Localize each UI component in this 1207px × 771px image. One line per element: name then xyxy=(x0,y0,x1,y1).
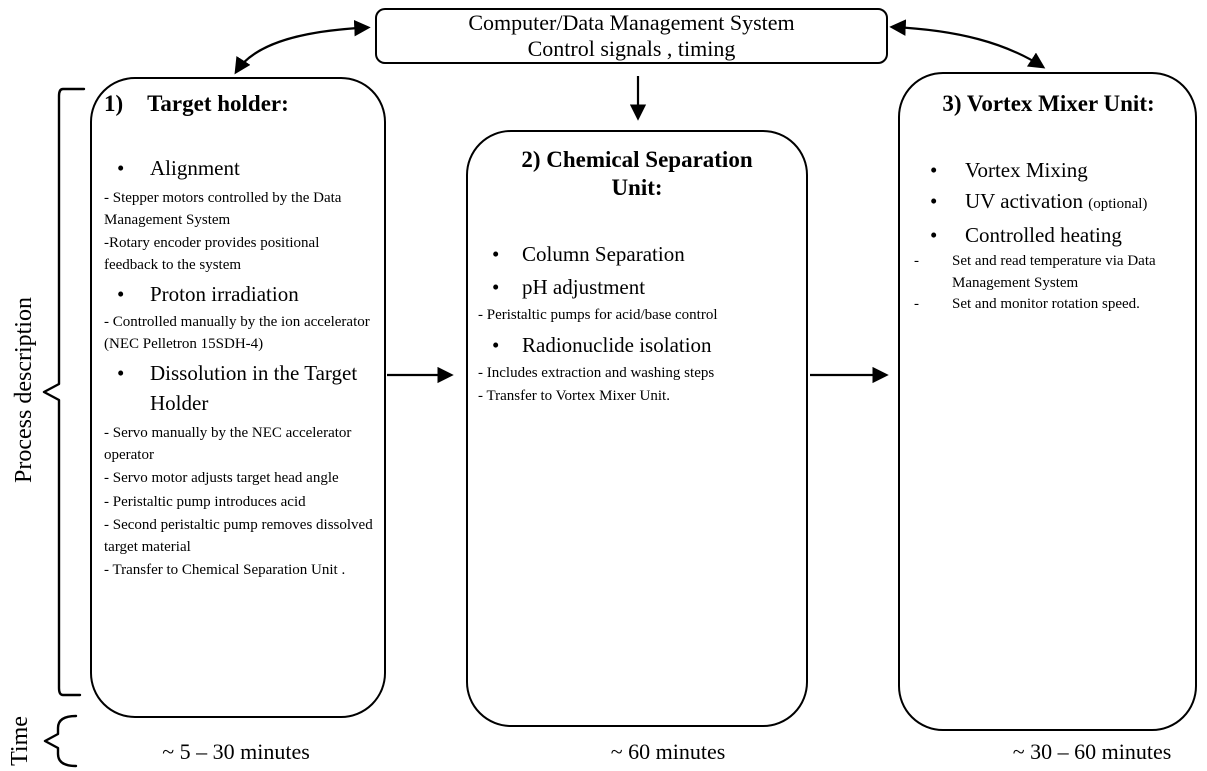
bullet-item: • Dissolution in the Target Holder xyxy=(104,358,374,418)
bullet-item: • UV activation (optional) xyxy=(912,186,1185,220)
bullet-text: pH adjustment xyxy=(522,275,646,299)
dash-marker: - xyxy=(914,253,919,269)
target-holder-title-text: Target holder: xyxy=(147,91,289,116)
bullet-marker: • xyxy=(117,282,125,306)
bullet-item: • Radionuclide isolation xyxy=(478,329,796,361)
sub-item: - Stepper motors controlled by the Data … xyxy=(104,190,342,228)
control-link-target-arrow xyxy=(234,19,371,75)
sub-item: - Servo manually by the NEC accelerator … xyxy=(104,425,352,463)
bullet-text: UV activation (optional) xyxy=(965,189,1148,213)
vortex-mixer-title: 3) Vortex Mixer Unit: xyxy=(942,91,1155,116)
sub-item: - Controlled manually by the ion acceler… xyxy=(104,314,370,352)
bullet-item: • Controlled heating xyxy=(912,220,1185,251)
vortex-mixer-box: 3) Vortex Mixer Unit: • Vortex Mixing • … xyxy=(898,72,1197,731)
dash-item: - Set and monitor rotation speed. xyxy=(912,294,1185,316)
bullet-text: Dissolution in the Target Holder xyxy=(150,361,358,415)
bullet-marker: • xyxy=(117,361,125,385)
process-description-label: Process description xyxy=(11,297,37,483)
bullet-item: • Proton irradiation xyxy=(104,279,374,309)
bullet-marker: • xyxy=(492,242,500,266)
bullet-marker: • xyxy=(492,332,500,357)
bullet-item: • pH adjustment xyxy=(478,271,796,303)
time-brace xyxy=(43,714,78,768)
time-caption-chemical-separation: ~ 60 minutes xyxy=(610,739,726,764)
dash-marker: - xyxy=(914,296,919,312)
time-caption-vortex-mixer: ~ 30 – 60 minutes xyxy=(1012,739,1172,764)
dash-text: Set and monitor rotation speed. xyxy=(952,296,1140,312)
sub-item: - Transfer to Chemical Separation Unit . xyxy=(104,562,346,578)
bullet-text: Radionuclide isolation xyxy=(522,332,712,357)
time-caption-target-holder: ~ 5 – 30 minutes xyxy=(162,739,310,764)
bullet-text: Controlled heating xyxy=(965,223,1122,247)
target-holder-number: 1) xyxy=(104,91,124,116)
chemical-separation-title-line2: Unit: xyxy=(611,175,663,200)
bullet-text: Column Separation xyxy=(522,242,685,266)
control-link-vortex-arrow xyxy=(889,19,1046,69)
sub-item: - Includes extraction and washing steps xyxy=(478,364,715,381)
bullet-marker: • xyxy=(492,275,500,299)
bullet-marker: • xyxy=(930,223,938,247)
bullet-text: Vortex Mixing xyxy=(965,158,1088,182)
sub-item: -Rotary encoder provides positional feed… xyxy=(104,235,320,273)
controller-line2: Control signals , timing xyxy=(527,36,736,61)
sub-item: - Peristaltic pumps for acid/base contro… xyxy=(478,307,718,323)
chemical-separation-title-line1: 2) Chemical Separation xyxy=(521,147,753,172)
controller-line1: Computer/Data Management System xyxy=(468,10,795,35)
optional-note: (optional) xyxy=(1088,196,1148,212)
sub-item: - Servo motor adjusts target head angle xyxy=(104,470,339,486)
bullet-item: • Column Separation xyxy=(478,238,796,270)
target-holder-box: 1) Target holder: • Alignment - Stepper … xyxy=(90,77,386,718)
controller-box: Computer/Data Management System Control … xyxy=(375,8,888,64)
chemical-separation-box: 2) Chemical Separation Unit: • Column Se… xyxy=(466,130,808,727)
bullet-marker: • xyxy=(930,189,938,213)
bullet-item: • Alignment xyxy=(104,153,374,183)
dash-item: - Set and read temperature via Data Mana… xyxy=(912,251,1185,294)
target-holder-title: 1) Target holder: xyxy=(104,89,374,119)
sub-item: - Transfer to Vortex Mixer Unit. xyxy=(478,388,670,404)
dash-text: Set and read temperature via Data Manage… xyxy=(952,253,1156,291)
bullet-item: • Vortex Mixing xyxy=(912,155,1185,186)
process-description-brace xyxy=(42,87,86,697)
bullet-text: Alignment xyxy=(150,156,240,180)
sub-item: - Second peristaltic pump removes dissol… xyxy=(104,517,373,555)
time-label: Time xyxy=(7,716,33,766)
bullet-text: Proton irradiation xyxy=(150,282,299,306)
bullet-marker: • xyxy=(930,158,938,182)
sub-item: - Peristaltic pump introduces acid xyxy=(104,493,306,510)
bullet-marker: • xyxy=(117,156,125,180)
chemical-separation-title: 2) Chemical Separation Unit: xyxy=(478,146,796,202)
